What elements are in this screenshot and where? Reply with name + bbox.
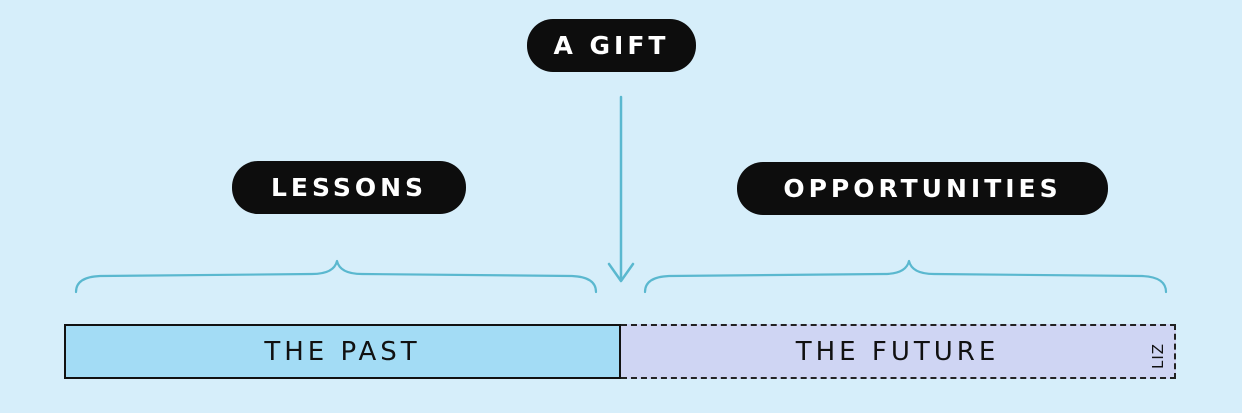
label-a-gift: A GIFT [527, 19, 696, 72]
label-lessons: LESSONS [232, 161, 466, 214]
timeline-future: THE FUTURE [621, 324, 1176, 379]
label-opportunities: OPPORTUNITIES [737, 162, 1108, 215]
past-brace [74, 259, 598, 294]
timeline-past: THE PAST [64, 324, 621, 379]
timeline-past-label: THE PAST [264, 336, 421, 367]
timeline-future-label: THE FUTURE [795, 336, 1000, 367]
label-lessons-text: LESSONS [270, 173, 428, 202]
future-brace [643, 259, 1168, 294]
present-arrow-head [607, 262, 635, 283]
label-a-gift-text: A GIFT [553, 31, 670, 60]
label-opportunities-text: OPPORTUNITIES [783, 174, 1062, 203]
artist-signature: LIZ [1149, 342, 1167, 370]
